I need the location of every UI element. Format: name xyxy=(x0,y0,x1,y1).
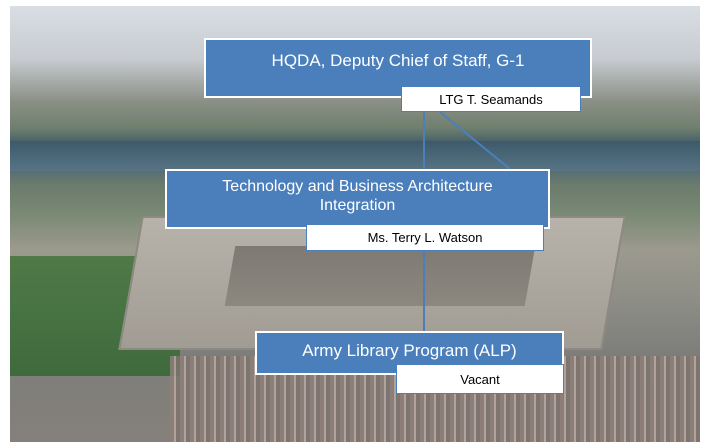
node-title: Technology and Business Architecture Int… xyxy=(222,177,493,214)
node-person-label: Vacant xyxy=(396,364,564,394)
node-person-label: Ms. Terry L. Watson xyxy=(306,224,544,251)
node-person: LTG T. Seamands xyxy=(439,91,543,107)
node-person: Vacant xyxy=(460,371,500,387)
node-title: Army Library Program (ALP) xyxy=(302,340,517,360)
node-title: HQDA, Deputy Chief of Staff, G-1 xyxy=(271,50,525,70)
river xyxy=(10,141,700,171)
node-person: Ms. Terry L. Watson xyxy=(367,230,483,245)
connector-line xyxy=(439,111,511,170)
node-technology-integration: Technology and Business Architecture Int… xyxy=(165,169,550,229)
node-person-label: LTG T. Seamands xyxy=(401,86,581,112)
